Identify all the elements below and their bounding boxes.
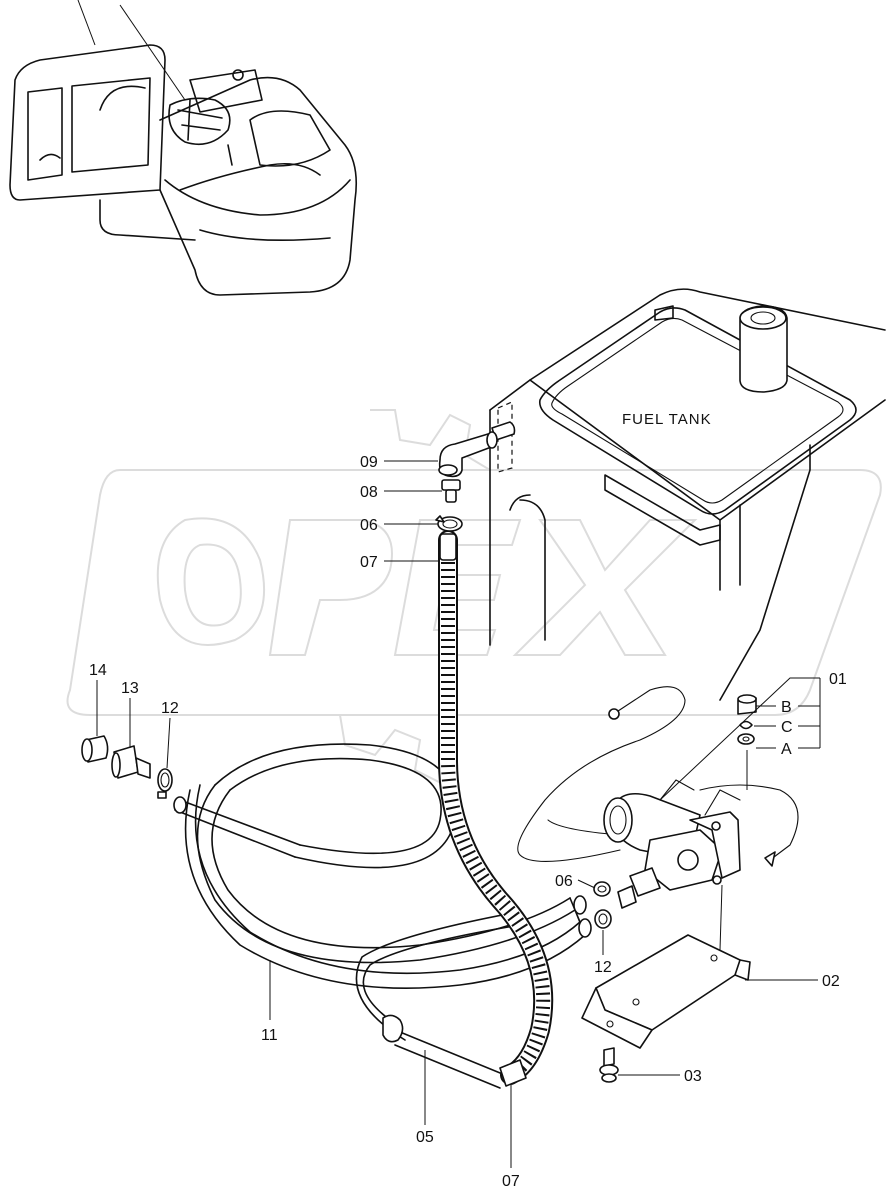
label-A: A	[781, 741, 792, 758]
part-labels: 09 08 06 07 14 13 12 01 B C A 06 12 02 0…	[89, 454, 847, 1190]
label-07-bottom: 07	[502, 1173, 520, 1190]
label-07-top: 07	[360, 554, 378, 571]
hose-clamp-06-pump	[593, 881, 611, 897]
label-C: C	[781, 719, 793, 736]
label-02: 02	[822, 973, 840, 990]
label-06-pump: 06	[555, 873, 573, 890]
label-06-top: 06	[360, 517, 378, 534]
cap-14	[81, 735, 109, 763]
hose-clamp-12-pump	[594, 909, 612, 929]
label-13: 13	[121, 680, 139, 697]
hose-clamp-06-top	[435, 515, 463, 532]
elbow-fitting-09	[438, 431, 498, 478]
label-14: 14	[89, 662, 107, 679]
bracket-02	[581, 934, 751, 1049]
corrugated-tube-07	[438, 530, 554, 1087]
connector-13	[111, 745, 151, 779]
fuel-pump-assembly-01	[517, 686, 799, 909]
hose-clamp-12-left	[157, 768, 173, 799]
label-03: 03	[684, 1068, 702, 1085]
excavator-overview-illustration	[9, 0, 358, 296]
leader-lines	[96, 460, 821, 1168]
bolt-B	[737, 694, 757, 715]
label-11: 11	[261, 1027, 278, 1044]
adapter-fitting-08	[441, 479, 461, 503]
label-12-pump: 12	[594, 959, 612, 976]
label-05: 05	[416, 1129, 434, 1146]
label-08: 08	[360, 484, 378, 501]
label-12-left: 12	[161, 700, 179, 717]
watermark-logo	[66, 409, 882, 786]
fuel-tank-label: FUEL TANK	[622, 411, 712, 428]
bolt-03	[599, 1047, 619, 1083]
label-09: 09	[360, 454, 378, 471]
fuel-tank: FUEL TANK	[489, 288, 886, 701]
washer-A	[737, 733, 755, 745]
label-01: 01	[829, 671, 847, 688]
label-B: B	[781, 699, 792, 716]
hose-coil-11	[173, 743, 592, 989]
hose-05	[355, 911, 521, 1089]
